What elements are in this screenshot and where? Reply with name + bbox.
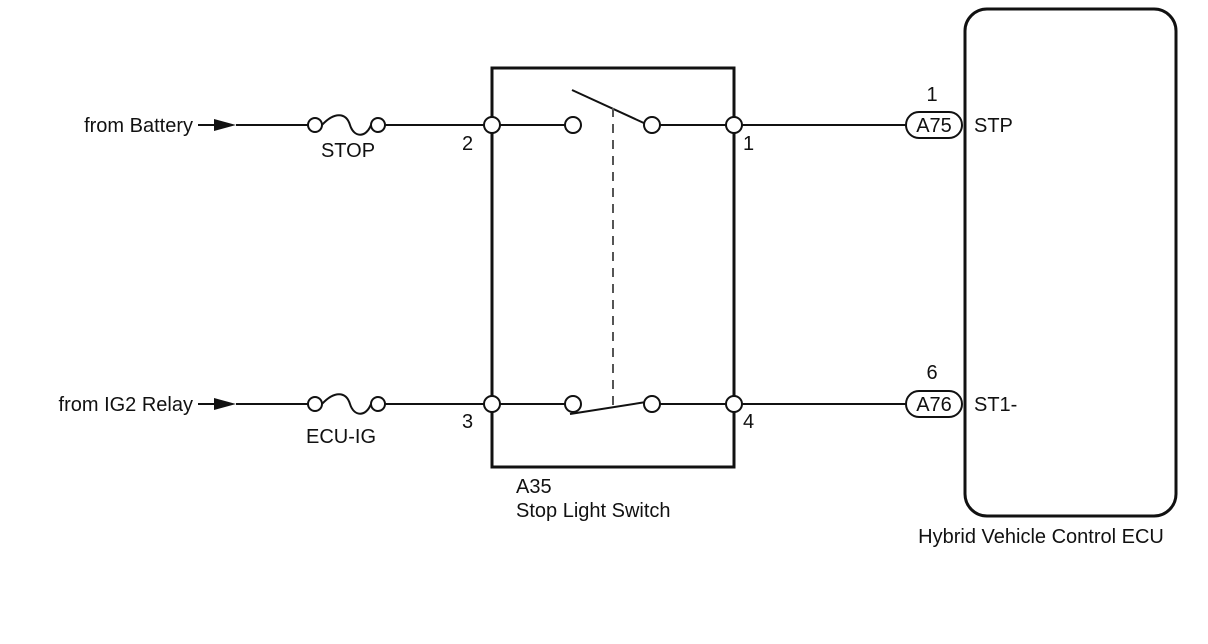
connector-a76-code: A76	[916, 394, 952, 416]
switch-terminal-4	[725, 395, 743, 413]
ecu-signal-st1: ST1-	[974, 394, 1017, 416]
connector-a75-code: A75	[916, 115, 952, 137]
switch-name-label: Stop Light Switch	[516, 500, 671, 522]
connector-a75-pin: 1	[926, 84, 937, 106]
switch-lower-contact-right	[643, 395, 661, 413]
switch-pin-2-label: 2	[462, 133, 473, 155]
source-label-ig2: from IG2 Relay	[59, 394, 193, 416]
switch-pin-1-label: 1	[743, 133, 754, 155]
switch-upper-contact-right	[643, 116, 661, 134]
connector-a76	[905, 390, 963, 418]
switch-pin-4-label: 4	[743, 411, 754, 433]
switch-upper-blade	[571, 89, 647, 125]
switch-upper-contact-left	[564, 116, 582, 134]
connector-a75	[905, 111, 963, 139]
fuse-ecu-ig	[307, 393, 386, 415]
switch-terminal-1	[725, 116, 743, 134]
ecu-body	[963, 7, 1178, 518]
switch-code-label: A35	[516, 476, 552, 498]
ecu-name-label: Hybrid Vehicle Control ECU	[918, 526, 1164, 548]
fuse-label-stop: STOP	[321, 140, 375, 162]
source-arrow-battery-icon	[214, 119, 236, 131]
fuse-stop	[307, 114, 386, 136]
switch-lower-contact-left	[564, 395, 582, 413]
switch-pin-3-label: 3	[462, 411, 473, 433]
ecu-signal-stp: STP	[974, 115, 1013, 137]
source-arrow-ig2-icon	[214, 398, 236, 410]
switch-lower-blade	[569, 401, 647, 415]
switch-terminal-3	[483, 395, 501, 413]
fuse-label-ecu-ig: ECU-IG	[306, 426, 376, 448]
stop-light-switch-body	[490, 66, 736, 469]
source-label-battery: from Battery	[84, 115, 193, 137]
switch-terminal-2	[483, 116, 501, 134]
connector-a76-pin: 6	[926, 362, 937, 384]
